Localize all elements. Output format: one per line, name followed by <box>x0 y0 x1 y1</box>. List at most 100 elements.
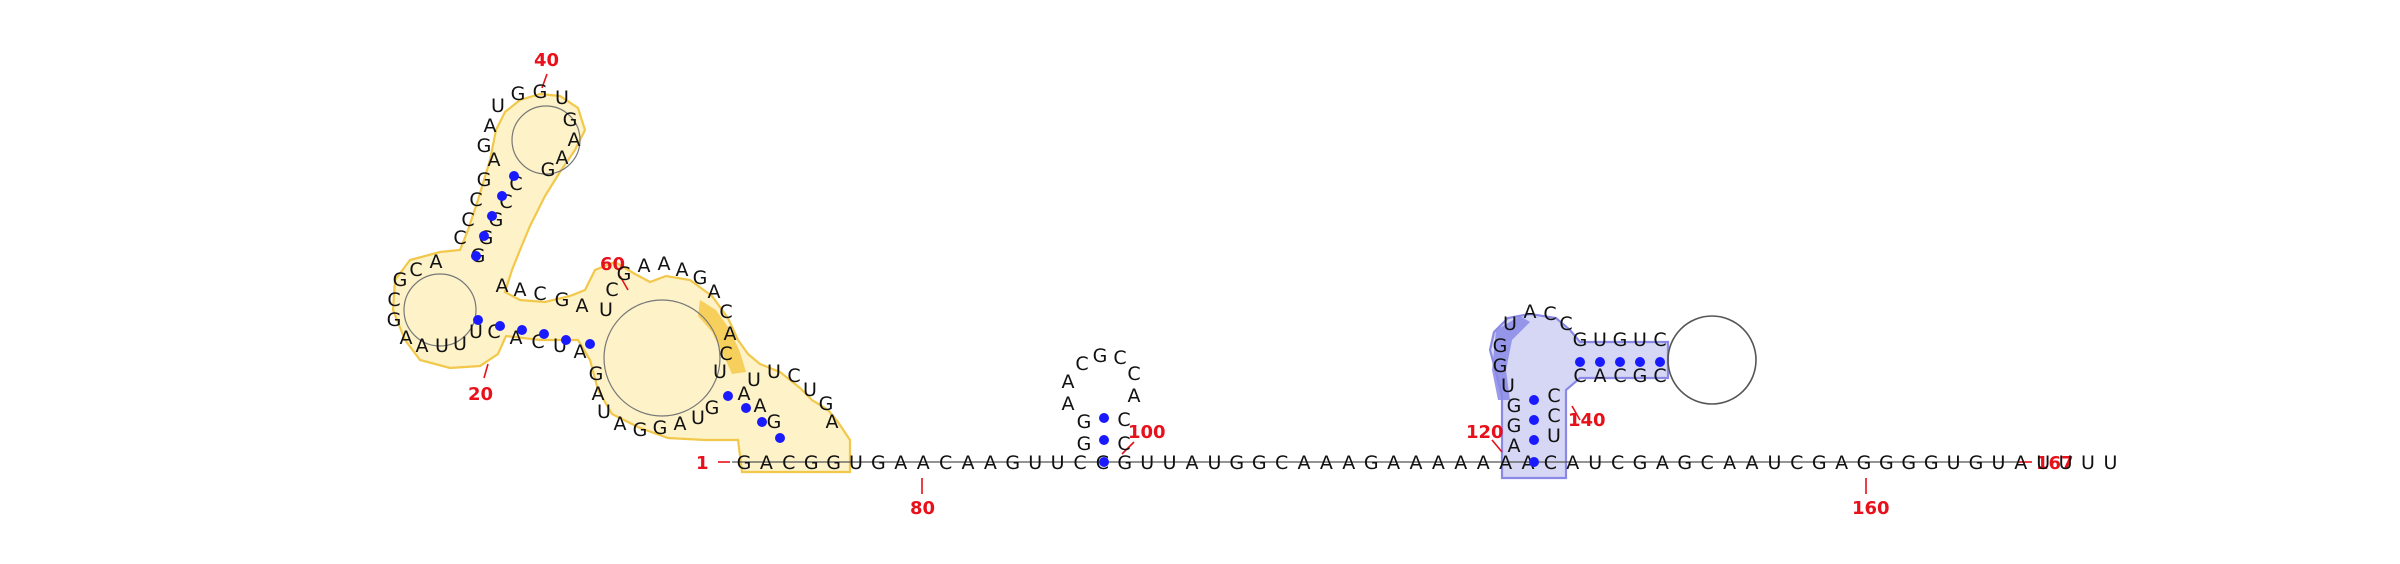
backbone-nucleotide: U <box>849 452 863 474</box>
backbone-nucleotide: A <box>1656 452 1669 474</box>
backbone-nucleotide: C <box>1275 452 1288 474</box>
yellow-domain-nucleotide: A <box>614 413 627 435</box>
yellow-domain-nucleotide: C <box>719 343 732 365</box>
yellow-domain-nucleotide: A <box>676 259 689 281</box>
base-pair-dot <box>471 251 481 261</box>
yellow-domain-nucleotide: U <box>767 361 781 383</box>
purple-domain-nucleotide: C <box>1543 303 1556 325</box>
backbone-nucleotide: A <box>1410 452 1423 474</box>
yellow-domain-nucleotide: G <box>563 109 578 131</box>
left-loop-circle <box>403 273 477 347</box>
base-pair-dot <box>1529 435 1539 445</box>
base-pair-dot <box>741 403 751 413</box>
purple-domain-nucleotide: G <box>1507 395 1522 417</box>
backbone-nucleotide: A <box>1566 452 1579 474</box>
backbone-nucleotide: G <box>1901 452 1916 474</box>
purple-domain-nucleotide: G <box>1633 365 1648 387</box>
yellow-domain-highlight <box>391 92 852 474</box>
yellow-domain-nucleotide: A <box>576 295 589 317</box>
backbone-nucleotide: G <box>1229 452 1244 474</box>
backbone-nucleotide: U <box>1767 452 1781 474</box>
highlight-regions <box>391 92 1670 480</box>
backbone-nucleotide: U <box>1051 452 1065 474</box>
internal-loop-circle <box>603 299 721 417</box>
yellow-domain-nucleotide: A <box>658 253 671 275</box>
backbone-nucleotide: A <box>962 452 975 474</box>
yellow-domain-nucleotide: U <box>599 299 613 321</box>
backbone-nucleotide: A <box>1342 452 1355 474</box>
base-pair-dot <box>1635 357 1645 367</box>
yellow-domain-nucleotide: G <box>387 309 402 331</box>
yellow-domain-nucleotide: A <box>826 411 839 433</box>
backbone-nucleotide: G <box>737 452 752 474</box>
backbone-nucleotide: U <box>1207 452 1221 474</box>
number-100: 100 <box>1128 422 1166 443</box>
purple-domain-nucleotide: C <box>1613 365 1626 387</box>
backbone-nucleotide: A <box>1835 452 1848 474</box>
backbone-nucleotide: U <box>2103 452 2117 474</box>
backbone-nucleotide: C <box>1790 452 1803 474</box>
backbone-nucleotide: G <box>1633 452 1648 474</box>
backbone-nucleotide: A <box>1723 452 1736 474</box>
yellow-domain-nucleotide: U <box>491 95 505 117</box>
backbone-nucleotide: U <box>2059 452 2073 474</box>
yellow-domain-nucleotide: C <box>461 209 474 231</box>
backbone-nucleotide: A <box>1432 452 1445 474</box>
yellow-domain-nucleotide: A <box>416 335 429 357</box>
backbone-nucleotide: G <box>1117 452 1132 474</box>
base-pair-dot <box>585 339 595 349</box>
backbone-nucleotide: G <box>1879 452 1894 474</box>
backbone-nucleotide: A <box>984 452 997 474</box>
backbone-nucleotide: C <box>1701 452 1714 474</box>
yellow-domain-nucleotide: A <box>638 255 651 277</box>
backbone-nucleotide: A <box>917 452 930 474</box>
base-pair-dot <box>1529 395 1539 405</box>
yellow-domain-nucleotide: A <box>430 251 443 273</box>
yellow-domain-nucleotide: A <box>724 323 737 345</box>
backbone-nucleotide: C <box>782 452 795 474</box>
base-pair-dot <box>509 171 519 181</box>
purple-domain-nucleotide: A <box>1524 301 1537 323</box>
hairpin-nucleotide: C <box>1117 433 1130 455</box>
base-pair-dot <box>757 417 767 427</box>
yellow-domain-nucleotide: A <box>400 327 413 349</box>
backbone-nucleotide: U <box>1991 452 2005 474</box>
nucleotide-letters: GACGGUGAACAAGUUCCGUUAUGGCAAAGAAAAAAACAUC… <box>387 81 2118 474</box>
purple-domain-nucleotide: G <box>1613 329 1628 351</box>
yellow-domain-nucleotide: G <box>767 411 782 433</box>
purple-domain-nucleotide: A <box>1508 435 1521 457</box>
backbone-nucleotide: A <box>2014 452 2027 474</box>
base-pair-dot <box>487 211 497 221</box>
hairpin-nucleotide: C <box>1075 353 1088 375</box>
backbone-nucleotide: U <box>1028 452 1042 474</box>
yellow-domain-nucleotide: C <box>387 289 400 311</box>
yellow-domain-nucleotide: A <box>496 275 509 297</box>
yellow-domain-nucleotide: C <box>409 259 422 281</box>
yellow-domain-nucleotide: U <box>435 335 449 357</box>
backbone-nucleotide: G <box>1969 452 1984 474</box>
backbone-nucleotide: C <box>1073 452 1086 474</box>
yellow-domain-nucleotide: U <box>747 369 761 391</box>
purple-domain-nucleotide: C <box>1559 313 1572 335</box>
backbone-nucleotide: A <box>1387 452 1400 474</box>
yellow-domain-nucleotide: U <box>713 361 727 383</box>
backbone-nucleotide: A <box>760 452 773 474</box>
hairpin-nucleotide: A <box>1062 371 1075 393</box>
base-pair-dot <box>517 325 527 335</box>
position-numbers: 1 167 20 40 60 80 100 120 140 160 <box>468 50 2074 519</box>
yellow-domain-nucleotide: C <box>453 227 466 249</box>
yellow-domain-nucleotide: U <box>453 333 467 355</box>
base-pair-dot <box>479 231 489 241</box>
hairpin-nucleotide: G <box>1093 345 1108 367</box>
number-120: 120 <box>1466 422 1504 443</box>
hairpin-loop-circle <box>1667 315 1757 405</box>
backbone-nucleotide: G <box>1252 452 1267 474</box>
purple-domain-nucleotide: G <box>1507 415 1522 437</box>
base-pair-dot <box>1595 357 1605 367</box>
base-pair-dot <box>1099 435 1109 445</box>
yellow-domain-nucleotide: A <box>556 147 569 169</box>
purple-domain-nucleotide: U <box>1501 375 1515 397</box>
purple-domain-nucleotide: U <box>1547 425 1561 447</box>
base-pair-dot <box>495 321 505 331</box>
backbone-nucleotide: A <box>1186 452 1199 474</box>
